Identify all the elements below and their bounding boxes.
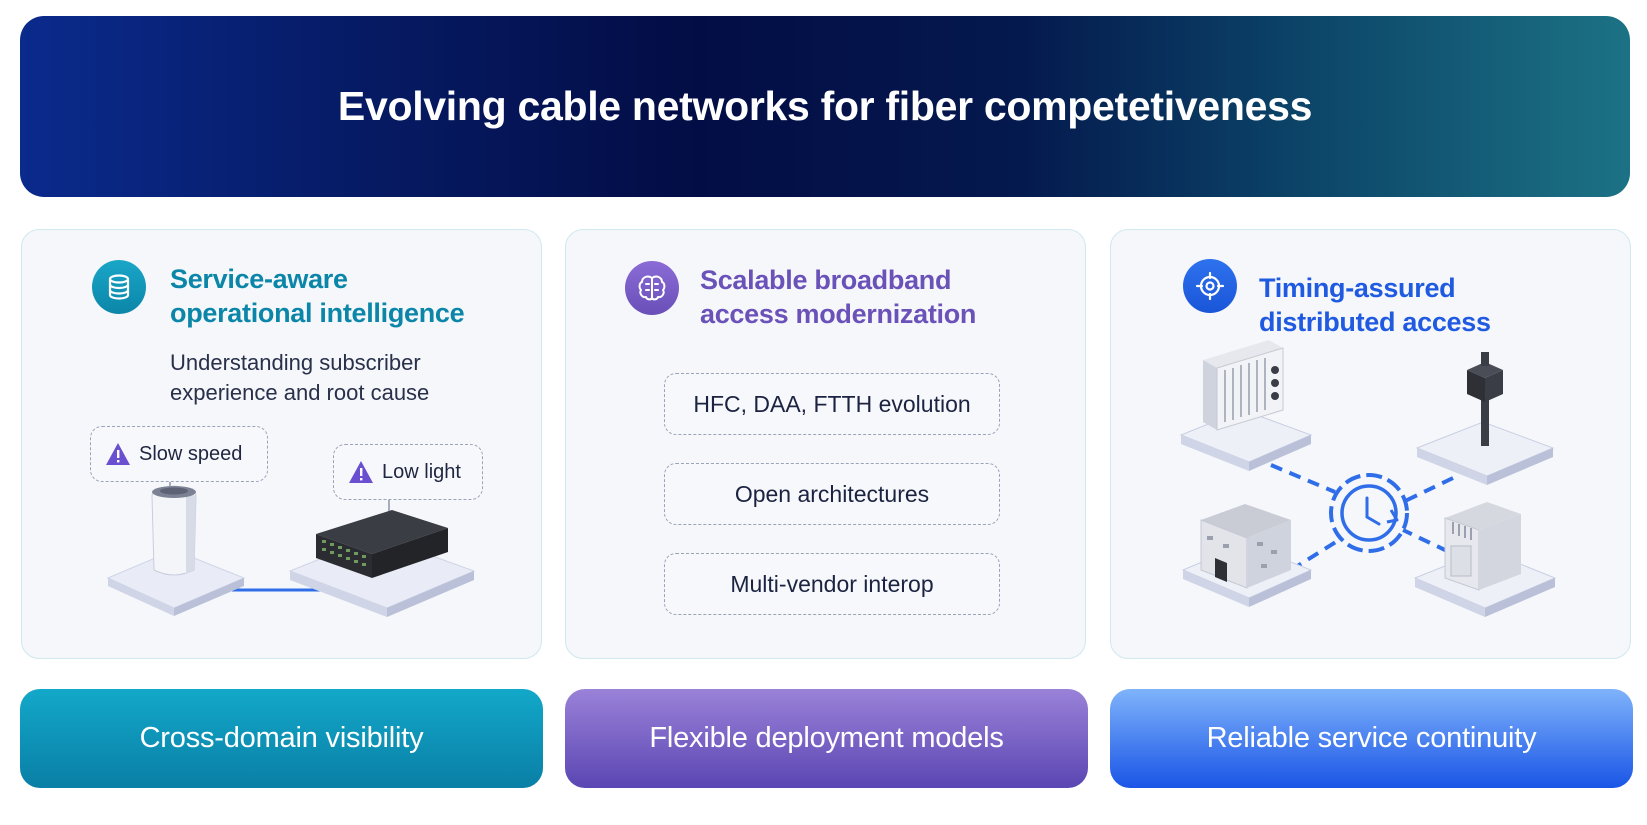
panel-title: Scalable broadband access modernization [700, 263, 976, 331]
panel-title-line: access modernization [700, 299, 977, 329]
service-continuity-banner: Reliable service continuity [1110, 689, 1633, 788]
hub-cabinet-icon [1413, 502, 1557, 617]
target-icon [1183, 259, 1237, 313]
page-title: Evolving cable networks for fiber compet… [337, 83, 1313, 129]
brain-icon [625, 261, 679, 315]
slow-speed-callout: Slow speed [90, 426, 268, 482]
panel-title-line: Timing-assured [1259, 273, 1456, 303]
database-icon [92, 260, 146, 314]
callout-label: Slow speed [139, 442, 243, 465]
panel-title-line: operational intelligence [170, 298, 465, 328]
remote-phy-node-icon [1179, 340, 1313, 471]
panel-title: Timing-assured distributed access [1259, 271, 1491, 339]
panel-operational-intelligence: Service-aware operational intelligence U… [21, 229, 542, 659]
router-platform [106, 549, 246, 616]
panel-distributed-access: Timing-assured distributed access [1110, 229, 1631, 659]
warning-icon [105, 442, 131, 466]
network-switch-icon [316, 510, 448, 578]
feature-item: HFC, DAA, FTTH evolution [664, 373, 1000, 435]
subtitle-line: Understanding subscriber [170, 350, 421, 375]
header-banner: Evolving cable networks for fiber compet… [20, 16, 1630, 197]
panel-title-line: Service-aware [170, 264, 348, 294]
pole-node-icon [1415, 352, 1555, 485]
network-timing-illustration [1179, 340, 1557, 617]
timing-clock-icon [1329, 473, 1409, 553]
wifi-router-icon [151, 485, 197, 576]
building-icon [1181, 504, 1313, 607]
flexible-deployment-banner: Flexible deployment models [565, 689, 1088, 788]
callout-label: Low light [382, 460, 461, 483]
feature-item: Open architectures [664, 463, 1000, 525]
warning-icon [348, 460, 374, 484]
feature-item: Multi-vendor interop [664, 553, 1000, 615]
panel-title: Service-aware operational intelligence [170, 262, 465, 330]
panel-title-line: Scalable broadband [700, 265, 952, 295]
device-illustration [106, 482, 476, 617]
panel-broadband-modernization: Scalable broadband access modernization … [565, 229, 1086, 659]
panel-subtitle: Understanding subscriber experience and … [170, 348, 429, 408]
panel-title-line: distributed access [1259, 307, 1491, 337]
cross-domain-visibility-banner: Cross-domain visibility [20, 689, 543, 788]
subtitle-line: experience and root cause [170, 380, 430, 405]
low-light-callout: Low light [333, 444, 483, 500]
